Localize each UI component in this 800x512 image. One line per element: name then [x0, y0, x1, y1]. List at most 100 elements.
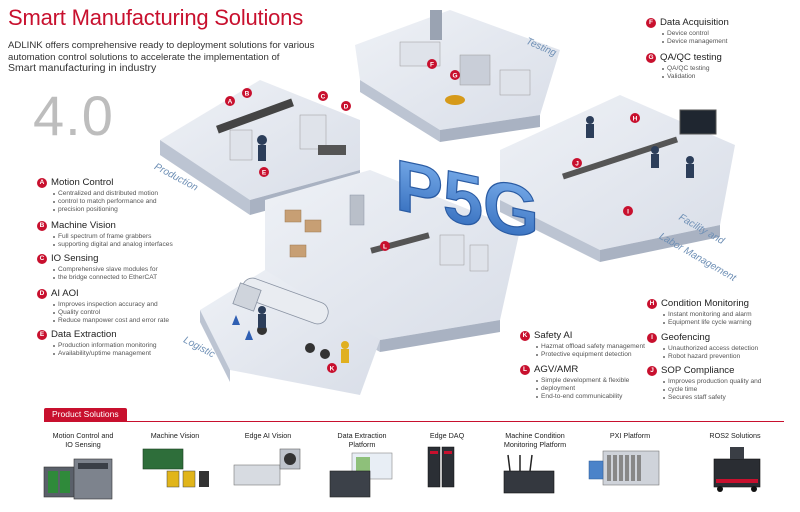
badge-g: G: [646, 52, 656, 63]
product-name: Machine Vision: [150, 431, 200, 440]
product-name: ROS2 Solutions: [709, 431, 761, 440]
product-name: Data Extraction: [337, 431, 387, 440]
feature-item: Simple development & flexible: [536, 377, 629, 385]
feature-item: QA/QC testing: [662, 65, 722, 73]
feature-title: Data Extraction: [51, 329, 117, 340]
scene-markers: A B C D E F G H I J K L: [225, 59, 640, 373]
badge-d: D: [37, 288, 47, 299]
feature-item: End-to-end communicability: [536, 393, 629, 401]
badge-k: K: [520, 330, 530, 341]
feature-item: Protective equipment detection: [536, 351, 645, 359]
feature-item: Improves production quality and: [663, 378, 761, 386]
feature-sop-compliance: J SOP Compliance Improves production qual…: [647, 365, 761, 402]
intro-line-3: Smart manufacturing in industry: [8, 62, 157, 74]
product-name: PXI Platform: [609, 431, 651, 440]
feature-geofencing: I Geofencing Unauthorized access detectio…: [647, 332, 758, 361]
product-machine-condition-monitoring[interactable]: Machine Condition Monitoring Platform: [490, 431, 580, 509]
marker-j: J: [572, 158, 582, 168]
product-motion-control-io[interactable]: Motion Control and IO Sensing: [38, 431, 128, 509]
marker-i: I: [623, 206, 633, 216]
product-name: Motion Control and: [52, 431, 114, 440]
motion-control-device-icon: [43, 458, 113, 500]
badge-b: B: [37, 220, 47, 231]
badge-h: H: [647, 298, 657, 309]
feature-title: Condition Monitoring: [661, 298, 749, 309]
feature-item: Centralized and distributed motion: [53, 190, 158, 198]
marker-g: G: [450, 70, 460, 80]
data-extraction-platform-icon: [329, 452, 393, 498]
feature-title: Geofencing: [661, 332, 711, 343]
feature-title: Machine Vision: [51, 220, 116, 231]
product-data-extraction[interactable]: Data Extraction Platform: [322, 431, 402, 509]
product-name: Machine Condition: [505, 431, 565, 440]
feature-item: Equipment life cycle warning: [663, 319, 752, 327]
factory-scene: P5G A B C D E F G H I J K L: [160, 10, 735, 395]
intro-line-1: ADLINK offers comprehensive ready to dep…: [8, 40, 315, 51]
feature-item: supporting digital and analog interfaces: [53, 241, 173, 249]
feature-item: Instant monitoring and alarm: [663, 311, 752, 319]
svg-text:D: D: [344, 104, 349, 111]
marker-l: L: [380, 241, 390, 251]
product-edge-ai-vision[interactable]: Edge AI Vision: [228, 431, 308, 501]
product-edge-daq[interactable]: Edge DAQ: [412, 431, 482, 501]
svg-text:E: E: [262, 170, 267, 177]
feature-title: SOP Compliance: [661, 365, 735, 376]
svg-text:L: L: [383, 244, 387, 251]
product-pxi-platform[interactable]: PXI Platform: [585, 431, 675, 501]
svg-text:H: H: [633, 116, 638, 123]
page-title: Smart Manufacturing Solutions: [8, 5, 304, 30]
marker-d: D: [341, 101, 351, 111]
product-ros2-solutions[interactable]: ROS2 Solutions: [690, 431, 780, 501]
product-name: Edge DAQ: [429, 431, 465, 440]
badge-j: J: [647, 365, 657, 376]
badge-c: C: [37, 253, 47, 264]
product-solutions-tab: Product Solutions: [44, 408, 127, 421]
marker-k: K: [327, 363, 337, 373]
monitoring-platform-icon: [503, 454, 555, 494]
product-machine-vision[interactable]: Machine Vision: [135, 431, 215, 501]
marker-c: C: [318, 91, 328, 101]
marker-e: E: [259, 167, 269, 177]
marker-b: B: [242, 88, 252, 98]
pxi-chassis-icon: [588, 450, 660, 485]
marker-f: F: [427, 59, 437, 69]
frame-grabber-icon: [142, 448, 209, 487]
marker-h: H: [630, 113, 640, 123]
feature-condition-monitoring: H Condition Monitoring Instant monitoring…: [647, 298, 752, 327]
product-solutions-divider: [44, 421, 784, 422]
intro-line-2: automation control solutions to accelera…: [8, 51, 280, 63]
feature-item: Device control: [662, 30, 729, 38]
svg-text:J: J: [575, 161, 579, 168]
testing-zone: [355, 10, 560, 142]
product-name-2: IO Sensing: [65, 439, 101, 449]
badge-f: F: [646, 17, 656, 28]
edge-daq-device-icon: [427, 446, 455, 487]
feature-item: Validation: [662, 73, 722, 81]
feature-title: Safety AI: [534, 330, 573, 341]
ros2-robot-icon: [713, 446, 761, 492]
feature-item: cycle time: [663, 386, 761, 394]
feature-item: Quality control: [53, 309, 169, 317]
product-name: Edge AI Vision: [244, 431, 292, 440]
marker-a: A: [225, 96, 235, 106]
badge-l: L: [520, 364, 530, 375]
badge-i: I: [647, 332, 657, 343]
svg-text:B: B: [245, 91, 250, 98]
feature-item: Device management: [662, 38, 729, 46]
feature-title: IO Sensing: [51, 253, 99, 264]
svg-text:I: I: [627, 209, 629, 216]
badge-e: E: [37, 329, 47, 340]
feature-item: the bridge connected to EtherCAT: [53, 274, 158, 282]
feature-item: deployment: [536, 385, 629, 393]
feature-item: Unauthorized access detection: [663, 345, 758, 353]
feature-title: AI AOI: [51, 288, 79, 299]
feature-item: Reduce manpower cost and error rate: [53, 317, 169, 325]
